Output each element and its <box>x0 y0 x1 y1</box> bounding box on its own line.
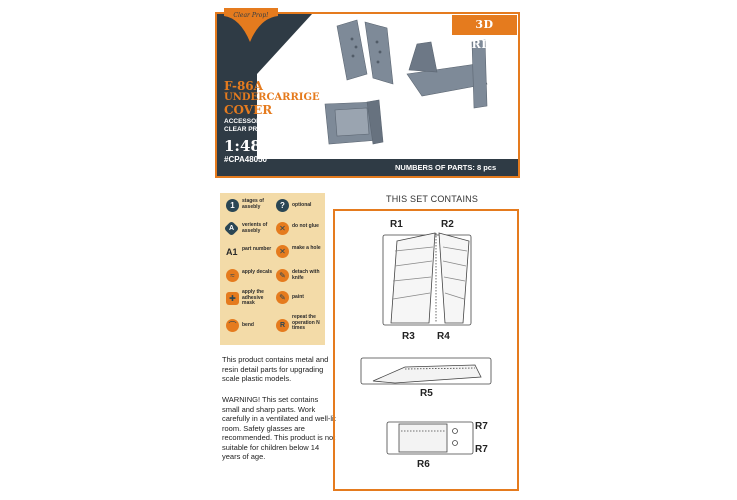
part-label-r7-top: R7 <box>475 421 488 432</box>
parts-frame-r6 <box>386 421 474 455</box>
set-contents-box: R1 R2 R3 R4 R5 R7 R7 R6 <box>333 209 519 491</box>
legend-text: verients of assebly <box>242 222 268 234</box>
product-title-line3: COVER <box>224 103 273 117</box>
part-label-r3: R3 <box>402 331 415 342</box>
stage-number-icon <box>226 199 239 212</box>
product-banner <box>215 12 520 178</box>
parts-render-image <box>324 19 488 145</box>
make-hole-glyph: ✕ <box>279 247 286 256</box>
part-label-r5: R5 <box>420 388 433 399</box>
decals-icon <box>226 269 239 282</box>
paint-icon <box>276 291 289 304</box>
part-label-r2: R2 <box>441 219 454 230</box>
scale-label: 1:48 <box>224 137 261 155</box>
assembly-legend: 1 stages of assebly ? optional A verient… <box>220 193 325 345</box>
3d-print-badge: 3D PRINT <box>452 15 517 51</box>
product-code: #CPA48050 <box>224 155 267 164</box>
parts-frame-r1-r4 <box>382 232 472 326</box>
part-label-r1: R1 <box>390 219 403 230</box>
set-contents-title: THIS SET CONTAINS <box>386 194 479 204</box>
product-title-line2: UNDERCARRIGE <box>224 92 320 103</box>
parts-frame-r5 <box>360 357 492 385</box>
legend-text: apply decals <box>242 269 273 275</box>
adhesive-mask-glyph: ✚ <box>229 294 236 303</box>
legend-text: apply the adhesive mask <box>242 289 264 306</box>
do-not-glue-glyph: ✕ <box>279 224 286 233</box>
legend-text: paint <box>292 294 304 300</box>
legend-text: repeat the operation N times <box>292 314 320 331</box>
parts-count-value: 8 pcs <box>476 163 497 172</box>
stage-number-glyph: 1 <box>230 201 235 210</box>
bend-glyph: ⌒ <box>228 321 237 330</box>
parts-count-label: NUMBERS OF PARTS: <box>395 163 475 172</box>
logo-text: Clear Prop! <box>233 12 269 19</box>
legend-text: stages of assebly <box>242 198 264 210</box>
parts-count: NUMBERS OF PARTS: 8 pcs <box>395 163 496 172</box>
legend-text: detach with knife <box>292 269 320 281</box>
decals-glyph: ≈ <box>230 271 235 280</box>
adhesive-mask-icon <box>226 292 239 305</box>
safety-warning: WARNING! This set contains small and sha… <box>222 395 336 461</box>
legend-text: bend <box>242 322 254 328</box>
variant-glyph: A <box>228 225 235 232</box>
part-label-r6: R6 <box>417 459 430 470</box>
product-title-line1: F-86A <box>224 79 263 93</box>
paint-glyph: ✎ <box>279 293 286 302</box>
product-subtitle-line2: CLEAR PROP KIT <box>224 126 279 133</box>
knife-glyph: ✎ <box>279 271 286 280</box>
repeat-glyph: R <box>279 322 286 329</box>
part-label-r4: R4 <box>437 331 450 342</box>
clear-prop-logo: Clear Prop! <box>224 8 278 42</box>
part-number-glyph: A1 <box>226 247 238 257</box>
question-icon <box>276 199 289 212</box>
legend-text: do not glue <box>292 223 319 229</box>
knife-icon <box>276 269 289 282</box>
banner-light-panel <box>217 14 518 176</box>
make-hole-icon <box>276 245 289 258</box>
question-glyph: ? <box>280 201 285 210</box>
bend-icon <box>226 319 239 332</box>
legend-text: optional <box>292 202 312 208</box>
repeat-icon <box>276 319 289 332</box>
product-description: This product contains metal and resin de… <box>222 355 329 383</box>
part-label-r7-bottom: R7 <box>475 444 488 455</box>
parts-diagram <box>360 232 492 455</box>
do-not-glue-icon <box>276 222 289 235</box>
legend-text: part number <box>242 246 272 252</box>
product-subtitle-line1: ACCESSORIES SET FOR <box>224 118 302 125</box>
legend-text: make a hole <box>292 245 321 251</box>
